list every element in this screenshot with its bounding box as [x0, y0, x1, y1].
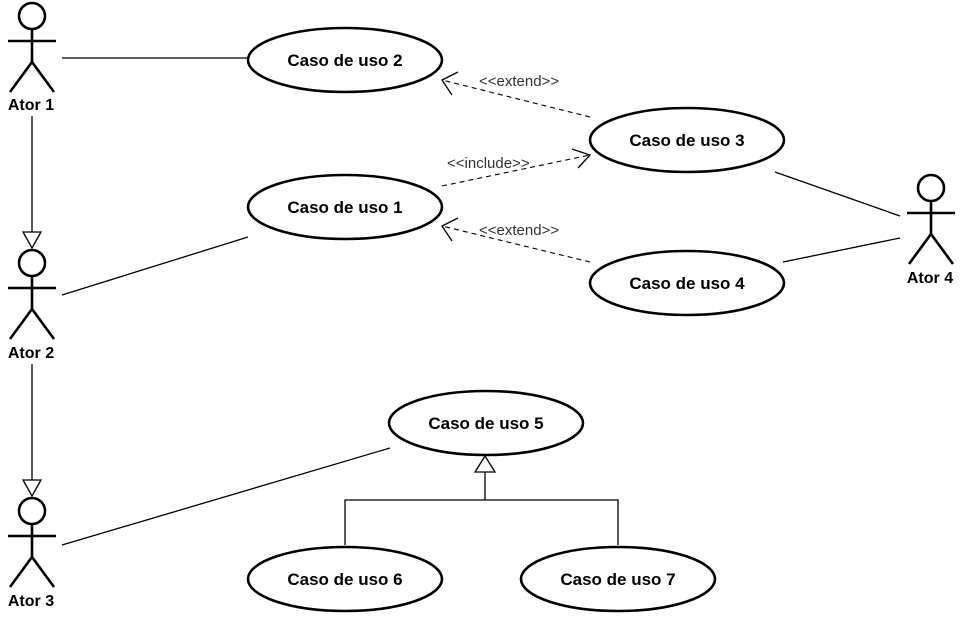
actor-label: Ator 4 — [907, 270, 953, 287]
actor-label: Ator 2 — [8, 345, 54, 362]
association-ator3-uc5 — [61, 447, 391, 546]
association-ator4-uc3 — [774, 171, 901, 217]
actor-2[interactable]: Ator 2 — [8, 248, 56, 362]
actor-head-icon — [17, 248, 47, 278]
extend-label-uc4-uc1: <<extend>> — [479, 222, 559, 239]
open-arrowhead — [441, 71, 459, 96]
actor-head-icon — [17, 496, 47, 526]
use-case-7[interactable]: Caso de uso 7 — [519, 545, 717, 613]
use-case-label: Caso de uso 2 — [287, 51, 402, 70]
actor-head-icon — [916, 173, 946, 203]
generalization-arrowhead — [21, 479, 43, 498]
use-case-label: Caso de uso 4 — [629, 274, 745, 293]
actor-4[interactable]: Ator 4 — [907, 173, 955, 287]
use-case-label: Caso de uso 1 — [287, 198, 402, 217]
actor-head-icon — [17, 1, 47, 31]
association-ator4-uc4 — [782, 237, 901, 263]
generalization-uc7-uc5 — [485, 499, 619, 545]
use-case-label: Caso de uso 7 — [560, 570, 675, 589]
use-case-1[interactable]: Caso de uso 1 — [246, 173, 444, 241]
extend-uc4-uc1 — [441, 225, 591, 263]
use-case-label: Caso de uso 5 — [428, 414, 543, 433]
association-ator2-uc1 — [61, 236, 249, 296]
use-case-5[interactable]: Caso de uso 5 — [387, 389, 585, 457]
include-uc1-uc3 — [441, 154, 591, 187]
open-arrowhead — [441, 217, 459, 242]
generalization-arrowhead — [21, 231, 43, 250]
open-arrowhead — [571, 148, 592, 169]
include-label-uc1-uc3: <<include>> — [447, 155, 530, 172]
use-case-4[interactable]: Caso de uso 4 — [588, 249, 786, 317]
use-case-6[interactable]: Caso de uso 6 — [246, 545, 444, 613]
use-case-label: Caso de uso 3 — [629, 131, 744, 150]
use-case-2[interactable]: Caso de uso 2 — [246, 26, 444, 94]
extend-label-uc3-uc2: <<extend>> — [479, 73, 559, 90]
actor-3[interactable]: Ator 3 — [8, 496, 56, 610]
generalization-arrowhead — [473, 454, 497, 473]
extend-uc3-uc2 — [441, 79, 591, 118]
use-case-3[interactable]: Caso de uso 3 — [588, 106, 786, 174]
generalization-uc6-uc5 — [344, 499, 485, 545]
use-case-label: Caso de uso 6 — [287, 570, 402, 589]
actor-1[interactable]: Ator 1 — [8, 1, 56, 114]
actor-label: Ator 3 — [8, 593, 54, 610]
actor-label: Ator 1 — [8, 97, 54, 114]
